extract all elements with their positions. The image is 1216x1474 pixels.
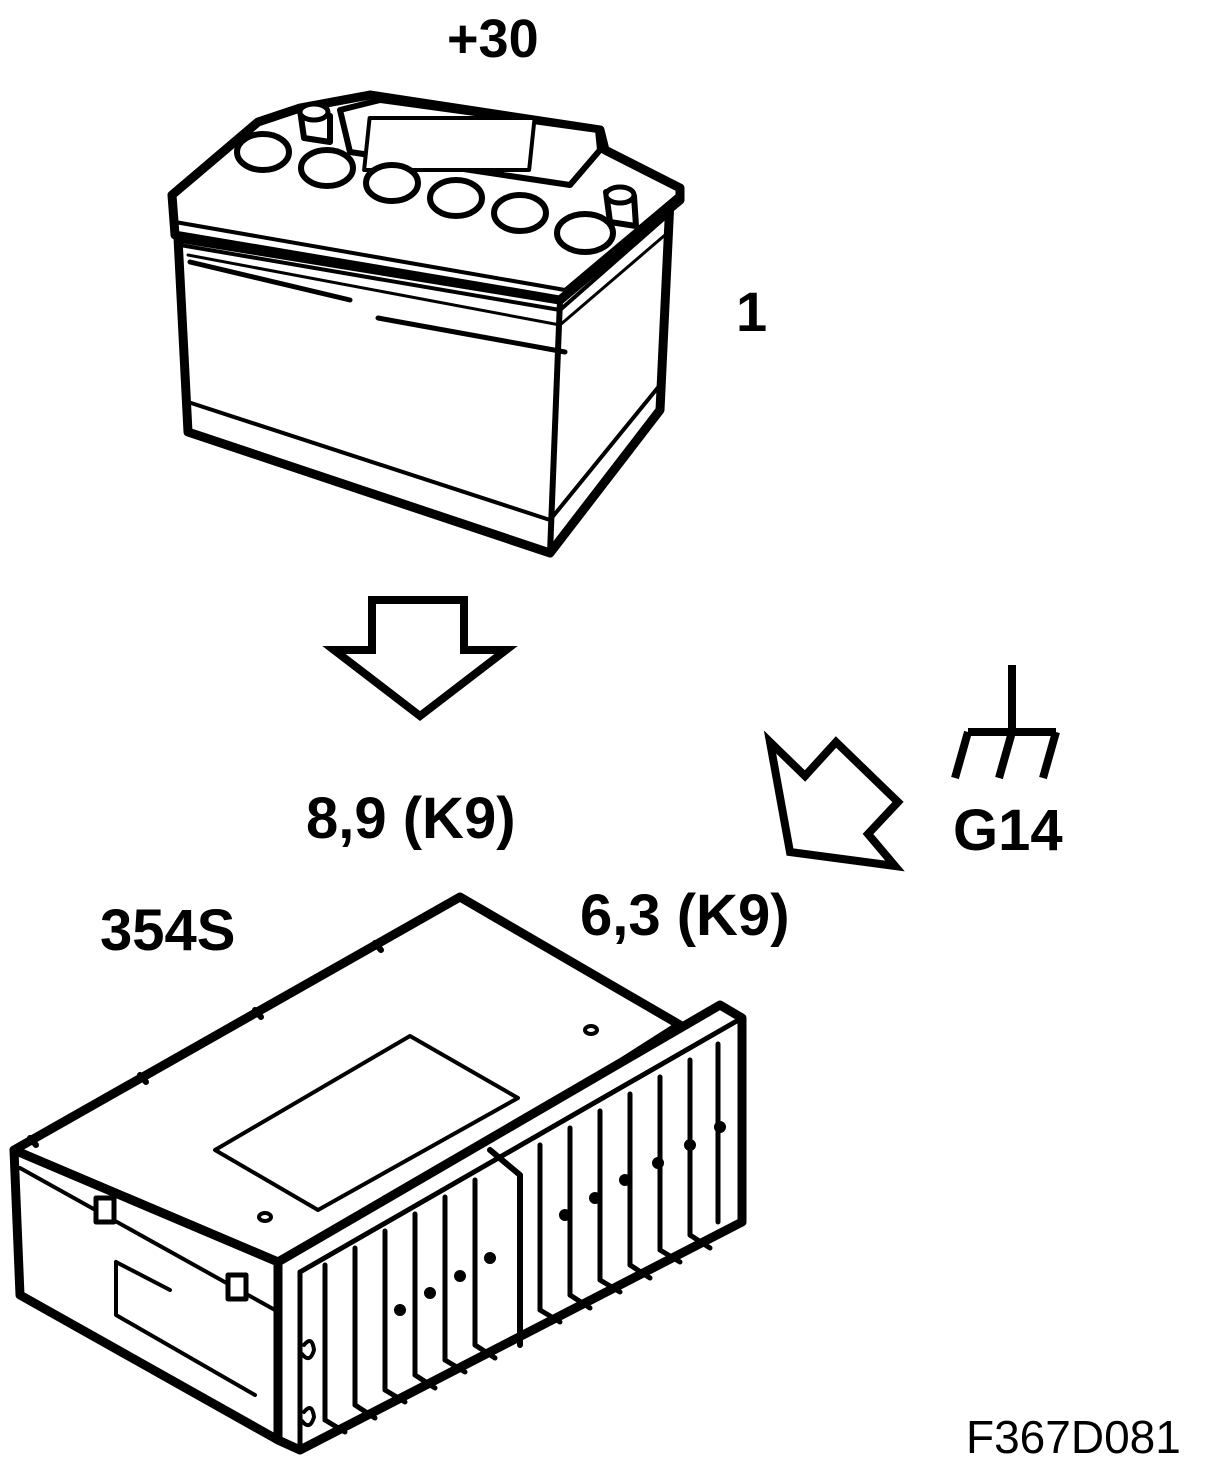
battery-number-label: 1 [736, 280, 768, 343]
battery [167, 90, 685, 558]
supply-arrow [322, 596, 518, 722]
battery-terminal-label: +30 [447, 9, 539, 69]
ground-symbol-icon [951, 665, 1060, 780]
ground-point-label: G14 [953, 798, 1063, 863]
supply-pins-label: 8,9 (K9) [306, 786, 516, 851]
control-unit [9, 892, 747, 1455]
control-unit-label: 354S [100, 898, 236, 963]
ground-arrow [763, 730, 905, 872]
figure-id-label: F367D081 [966, 1411, 1181, 1463]
ground-pins-label: 6,3 (K9) [580, 883, 790, 948]
